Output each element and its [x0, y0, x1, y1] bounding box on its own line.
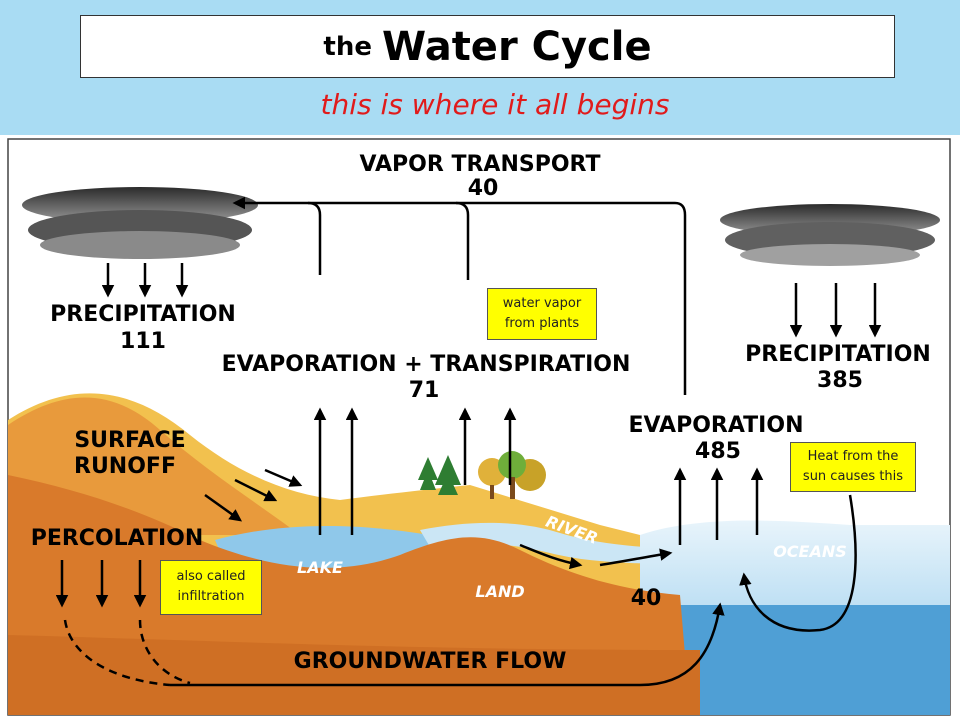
cloud-right: [720, 204, 940, 266]
surface-runoff-line1: SURFACE: [74, 428, 185, 453]
runoff-arrow-1: [264, 468, 303, 487]
surface-runoff-line2: RUNOFF: [74, 454, 176, 479]
vapor-transport-value: 40: [468, 176, 499, 201]
evapotranspiration-value: 71: [409, 378, 440, 403]
precipitation-land-label: PRECIPITATION: [50, 302, 236, 327]
river-shape: [420, 522, 690, 565]
precipitation-ocean-label: PRECIPITATION: [745, 342, 931, 367]
runoff-arrow-3: [204, 493, 243, 522]
subtitle: this is where it all begins: [320, 88, 670, 121]
groundwater-flow-label: GROUNDWATER FLOW: [294, 649, 567, 674]
groundwater-dash-2: [138, 619, 191, 685]
river-flow-value: 40: [631, 586, 662, 611]
vapor-transport-label: VAPOR TRANSPORT: [359, 152, 600, 177]
callout-infiltration: also called infiltration: [160, 560, 262, 615]
percolation-label: PERCOLATION: [31, 526, 204, 551]
land-label: LAND: [475, 582, 524, 601]
runoff-arrow-2: [234, 478, 278, 502]
vapor-branch-1: [307, 201, 322, 275]
callout-infiltration-line1: also called: [176, 569, 246, 584]
trees: [418, 451, 546, 499]
river-arrow-2: [599, 548, 673, 567]
callout-sun-line2: sun causes this: [802, 469, 904, 484]
groundwater-band: [8, 635, 700, 715]
deep-ocean: [680, 605, 950, 715]
callout-water-vapor-plants: water vapor from plants: [487, 288, 597, 340]
groundwater-dash-1: [63, 619, 171, 687]
river-arrow-1: [519, 543, 583, 570]
callout-plants-line1: water vapor: [502, 296, 582, 311]
evapotranspiration-label: EVAPORATION + TRANSPIRATION: [222, 352, 631, 377]
callout-sun-line1: Heat from the: [807, 449, 899, 464]
lake-label: LAKE: [297, 558, 343, 577]
vapor-branch-2: [455, 201, 470, 280]
callout-heat-from-sun: Heat from the sun causes this: [790, 442, 916, 492]
title-box: the Water Cycle: [80, 15, 895, 78]
water-cycle-diagram: VAPOR TRANSPORT 40 PRECIPITATION 111 EVA…: [7, 138, 951, 716]
ocean-return-arrow: [739, 494, 857, 632]
callout-plants-line2: from plants: [504, 316, 580, 331]
title-main: Water Cycle: [382, 23, 652, 70]
groundwater-flow-arrow: [170, 602, 725, 687]
callout-infiltration-line2: infiltration: [177, 589, 245, 604]
vapor-transport-arrow: [232, 196, 687, 395]
evaporation-ocean-label: EVAPORATION: [629, 413, 804, 438]
evaporation-ocean-value: 485: [695, 439, 741, 464]
precipitation-land-value: 111: [120, 329, 166, 354]
title-prefix: the: [323, 31, 372, 62]
oceans-label: OCEANS: [773, 542, 847, 561]
cloud-left: [22, 187, 258, 259]
precipitation-ocean-value: 385: [817, 368, 863, 393]
ocean: [640, 520, 950, 605]
